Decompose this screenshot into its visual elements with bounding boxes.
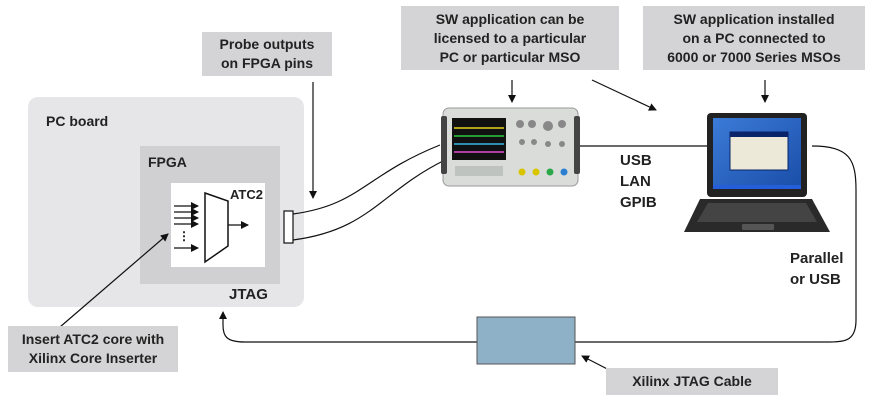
callout-line: PC or particular MSO: [439, 48, 581, 65]
jtag-label: JTAG: [229, 286, 268, 303]
fpga-label: FPGA: [148, 154, 187, 170]
or-usb-label: or USB: [790, 271, 841, 288]
callout-line: Probe outputs: [219, 36, 315, 52]
callout-line: SW application can be: [435, 10, 585, 27]
callout-line: Xilinx Core Inserter: [28, 350, 158, 366]
callout-line: 6000 or 7000 Series MSOs: [667, 48, 841, 65]
probe-cable-bottom: [292, 159, 446, 241]
callout-line: on a PC connected to: [682, 29, 826, 46]
pc-board-label: PC board: [46, 113, 109, 129]
gpib-label: GPIB: [620, 194, 657, 211]
licensed-arrow-diag: [591, 79, 657, 111]
callout-line: SW application installed: [673, 10, 835, 27]
jtag-cable-callout: Xilinx JTAG Cable: [606, 368, 778, 395]
probe-outputs-callout: Probe outputs on FPGA pins: [202, 32, 332, 76]
atc2-label: ATC2: [230, 187, 263, 202]
sw-installed-callout: SW application installed on a PC connect…: [643, 6, 865, 70]
sw-licensed-callout: SW application can be licensed to a part…: [401, 6, 619, 70]
ellipsis-dots: ⋮: [178, 229, 190, 243]
parallel-label: Parallel: [790, 250, 844, 267]
insert-core-callout: Insert ATC2 core with Xilinx Core Insert…: [8, 326, 178, 372]
laptop: [684, 113, 830, 232]
callout-line: Xilinx JTAG Cable: [632, 373, 752, 389]
oscilloscope: [441, 107, 580, 187]
usb-label: USB: [620, 152, 652, 169]
jtag-cable-path: [575, 145, 857, 343]
insert-core-arrow: [59, 233, 169, 328]
jtag-cable-box: [476, 316, 576, 365]
input-arrows: [174, 202, 199, 252]
callout-line: licensed to a particular: [433, 29, 587, 46]
callout-line: on FPGA pins: [220, 55, 314, 71]
jtag-cable-path-left: [219, 311, 477, 343]
probe-cable-top: [292, 144, 441, 215]
atc2-mux: [204, 191, 229, 264]
lan-label: LAN: [620, 173, 651, 190]
callout-line: Insert ATC2 core with: [21, 331, 165, 347]
probe-connector: [283, 210, 294, 244]
